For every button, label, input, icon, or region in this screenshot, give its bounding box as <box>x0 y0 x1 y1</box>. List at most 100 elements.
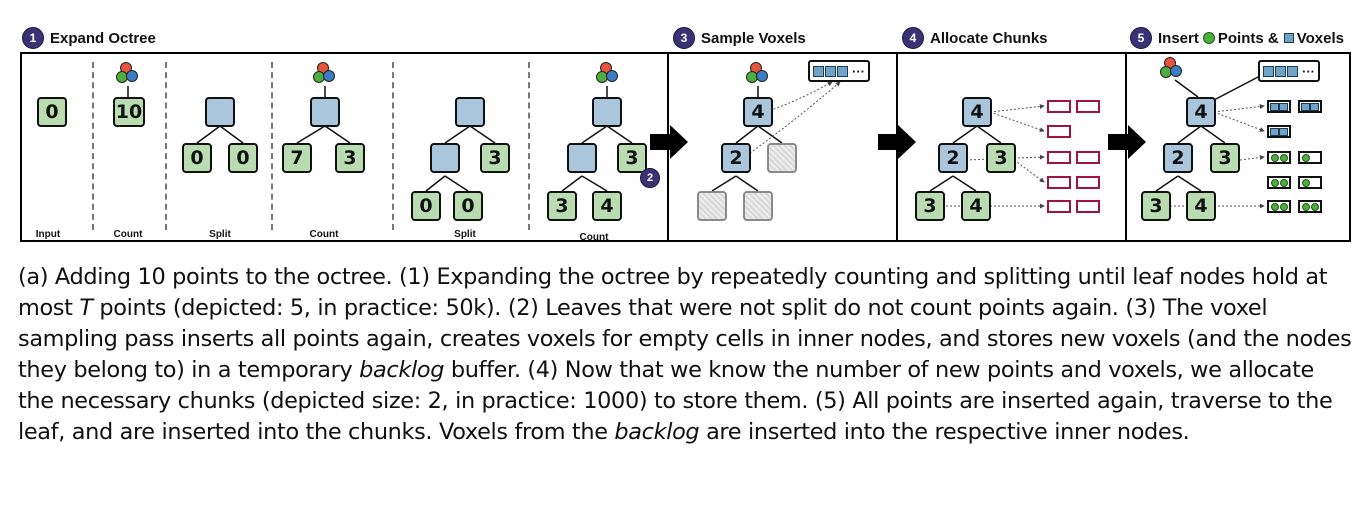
chunk <box>1047 100 1071 113</box>
voxel-chunk <box>1267 125 1291 138</box>
count-node: 10 <box>113 97 145 127</box>
header-sample-voxels: 3 Sample Voxels <box>673 26 806 50</box>
leaf-node: 0 <box>411 191 441 221</box>
header-expand-octree: 1 Expand Octree <box>22 26 156 50</box>
leaf-node: 4 <box>1186 191 1216 221</box>
point-icon <box>1202 32 1215 44</box>
chunk <box>1047 151 1071 164</box>
chunk <box>1047 125 1071 138</box>
step-badge: 2 <box>640 168 660 188</box>
inner-node: 4 <box>743 97 773 127</box>
ellipsis: ··· <box>852 63 865 79</box>
inner-node <box>567 143 597 173</box>
chunk <box>1047 200 1071 213</box>
chunk <box>1076 176 1100 189</box>
points-icon <box>313 62 341 88</box>
point-chunk <box>1298 200 1322 213</box>
empty-node <box>767 143 797 173</box>
header-label: Voxels <box>1296 29 1344 47</box>
caption-text: are inserted into the respective inner n… <box>699 419 1190 445</box>
leaf-node: 3 <box>480 143 510 173</box>
stage-label: Count <box>309 229 339 240</box>
leaf-node: 3 <box>915 191 945 221</box>
inner-node: 2 <box>1163 143 1193 173</box>
point-chunk <box>1267 151 1291 164</box>
stage-separator <box>528 62 530 230</box>
leaf-node: 0 <box>182 143 212 173</box>
points-icon <box>116 62 144 88</box>
backlog-buffer: ··· <box>1258 60 1320 82</box>
stage-label: Split <box>209 229 231 240</box>
header-label: Expand Octree <box>50 29 156 47</box>
inner-node: 4 <box>962 97 992 127</box>
leaf-node: 0 <box>453 191 483 221</box>
leaf-node: 3 <box>1210 143 1240 173</box>
leaf-node: 3 <box>617 143 647 173</box>
leaf-node: 3 <box>547 191 577 221</box>
arrow-right-icon <box>650 125 688 159</box>
stage-separator <box>271 62 273 230</box>
voxel-icon <box>1287 65 1298 77</box>
header-label: Allocate Chunks <box>930 29 1048 47</box>
empty-node <box>697 191 727 221</box>
leaf-node: 3 <box>1141 191 1171 221</box>
step-badge: 4 <box>902 27 924 49</box>
leaf-node: 3 <box>335 143 365 173</box>
stage-label: Count <box>579 232 609 243</box>
input-node: 0 <box>37 97 67 127</box>
caption-text: points (depicted: 5, in practice: 50k). … <box>18 295 1359 383</box>
arrow-right-icon <box>1108 125 1146 159</box>
step-badge: 1 <box>22 27 44 49</box>
ellipsis: ··· <box>1302 63 1315 79</box>
chunk <box>1047 176 1071 189</box>
stage-label: Split <box>454 229 476 240</box>
figure-caption: (a) Adding 10 points to the octree. (1) … <box>18 262 1353 448</box>
arrow-right-icon <box>878 125 916 159</box>
point-chunk <box>1298 151 1322 164</box>
chunk <box>1076 200 1100 213</box>
stage-label: Input <box>35 229 61 240</box>
inner-node <box>455 97 485 127</box>
caption-variable: T <box>79 295 93 321</box>
chunk <box>1076 100 1100 113</box>
leaf-node: 4 <box>592 191 622 221</box>
leaf-node: 0 <box>228 143 258 173</box>
step-badge: 3 <box>673 27 695 49</box>
chunk <box>1076 151 1100 164</box>
voxel-icon <box>1283 33 1294 43</box>
leaf-node: 3 <box>986 143 1016 173</box>
points-icon <box>746 62 774 88</box>
leaf-node: 4 <box>961 191 991 221</box>
header-allocate-chunks: 4 Allocate Chunks <box>902 26 1048 50</box>
voxel-icon <box>813 65 824 77</box>
voxel-chunk <box>1298 100 1322 113</box>
inner-node <box>205 97 235 127</box>
points-icon <box>1160 57 1188 83</box>
inner-node: 2 <box>938 143 968 173</box>
inner-node <box>430 143 460 173</box>
backlog-buffer: ··· <box>808 60 870 82</box>
voxel-icon <box>837 65 848 77</box>
stage-separator <box>392 62 394 230</box>
voxel-icon <box>1275 65 1286 77</box>
header-label: Points & <box>1217 29 1279 47</box>
stage-separator <box>92 62 94 230</box>
point-chunk <box>1298 176 1322 189</box>
caption-text: buffer. (4) Now that we know the number … <box>18 357 1340 445</box>
voxel-chunk <box>1267 100 1291 113</box>
step-badge: 5 <box>1130 27 1152 49</box>
empty-node <box>743 191 773 221</box>
caption-term: backlog <box>614 419 700 445</box>
stage-label: Count <box>113 229 143 240</box>
point-chunk <box>1267 200 1291 213</box>
inner-node: 4 <box>1186 97 1216 127</box>
header-label: Insert <box>1158 29 1199 47</box>
voxel-icon <box>1263 65 1274 77</box>
caption-text: (a) Adding 10 points to the octree. (1) … <box>18 264 1335 321</box>
leaf-node: 7 <box>282 143 312 173</box>
inner-node: 2 <box>721 143 751 173</box>
points-icon <box>596 62 624 88</box>
header-insert: 5 Insert Points & Voxels <box>1130 26 1344 50</box>
inner-node <box>592 97 622 127</box>
header-label: Sample Voxels <box>701 29 806 47</box>
